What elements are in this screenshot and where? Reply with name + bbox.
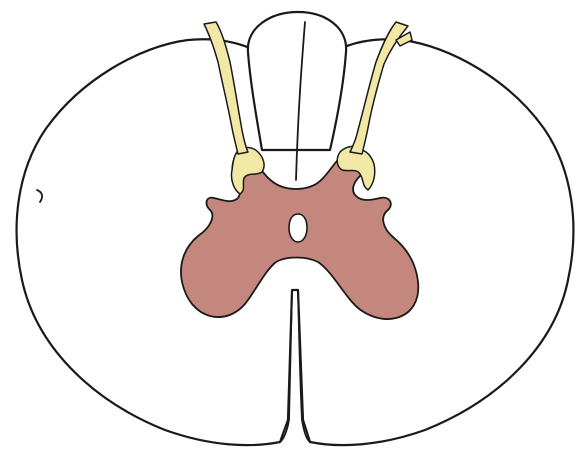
dorsal-columns (248, 12, 346, 150)
central-canal (289, 214, 307, 242)
